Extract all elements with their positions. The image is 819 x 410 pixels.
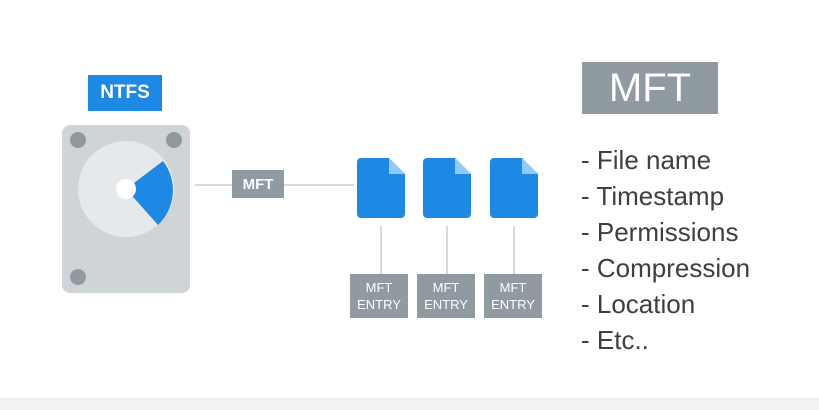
hard-drive-icon <box>62 125 190 293</box>
attribute-item: - Etc.. <box>581 325 649 355</box>
mft-title: MFT <box>582 62 718 114</box>
attribute-item: - Location <box>581 289 696 319</box>
file-icon <box>490 158 538 218</box>
attribute-item: - Compression <box>581 253 751 283</box>
mft-entry-line2: ENTRY <box>357 297 401 312</box>
file-icon <box>357 158 405 218</box>
attribute-item: - File name <box>581 145 712 175</box>
connector-file-to-entry <box>446 226 448 274</box>
mft-connector-label: MFT <box>232 170 284 198</box>
mft-entry-box: MFT ENTRY <box>417 274 475 318</box>
ntfs-label: NTFS <box>88 75 162 111</box>
mft-entry-line1: MFT <box>499 280 527 295</box>
mft-entry-line1: MFT <box>432 280 460 295</box>
bottom-strip <box>0 398 819 410</box>
connector-mft-to-files <box>284 184 354 186</box>
file-icon <box>423 158 471 218</box>
mft-entry-line2: ENTRY <box>424 297 468 312</box>
connector-file-to-entry <box>380 226 382 274</box>
attribute-item: - Permissions <box>581 217 739 247</box>
mft-entry-box: MFT ENTRY <box>484 274 542 318</box>
mft-entry-box: MFT ENTRY <box>350 274 408 318</box>
mft-attribute-list: - File name - Timestamp - Permissions - … <box>581 142 750 358</box>
connector-file-to-entry <box>513 226 515 274</box>
attribute-item: - Timestamp <box>581 181 725 211</box>
mft-entry-line2: ENTRY <box>491 297 535 312</box>
mft-entry-line1: MFT <box>365 280 393 295</box>
connector-drive-to-mft <box>195 184 232 186</box>
